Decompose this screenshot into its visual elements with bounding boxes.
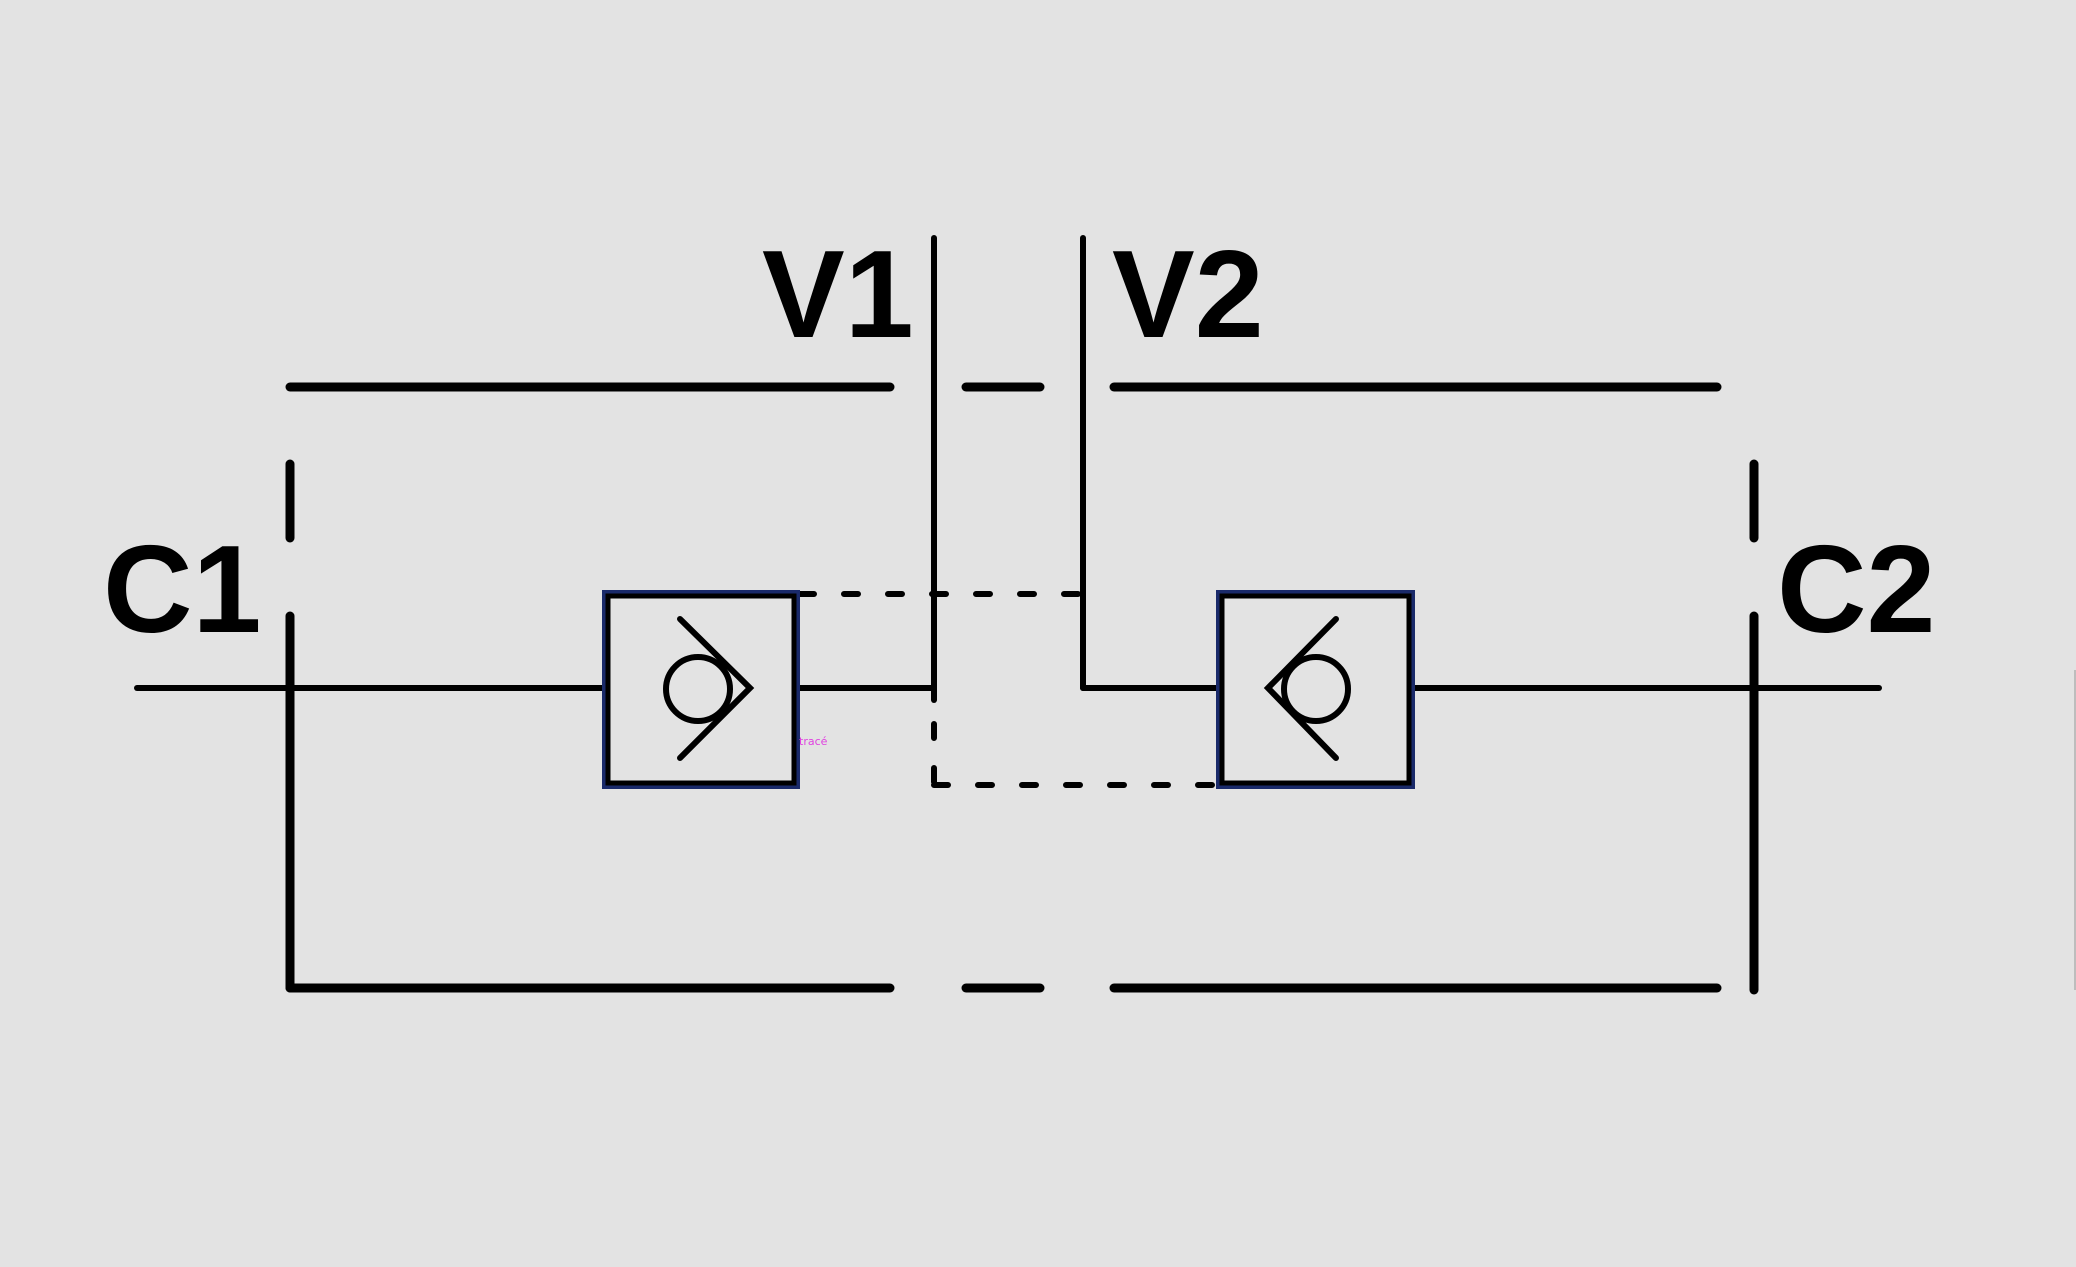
port-label-v1: V1 [762,226,914,364]
valve1-seat-icon [677,616,755,761]
valve1-ball-icon [663,654,733,724]
valve2-body [1219,593,1412,786]
flow-lines [134,235,1882,703]
valve1-outline [602,590,800,789]
valve1-body [605,593,797,786]
housing-outline [285,382,1759,995]
valve2-seat-icon [1263,616,1339,761]
pilot-lines [797,591,1217,788]
check-valve-2 [1216,590,1415,789]
trace-annotation: tracé [799,735,828,748]
port-label-v2: V2 [1112,226,1264,364]
valve2-ball-icon [1281,654,1351,724]
port-label-c1: C1 [103,521,262,659]
check-valve-1 [602,590,800,789]
port-label-c2: C2 [1777,521,1936,659]
valve2-outline [1216,590,1415,789]
